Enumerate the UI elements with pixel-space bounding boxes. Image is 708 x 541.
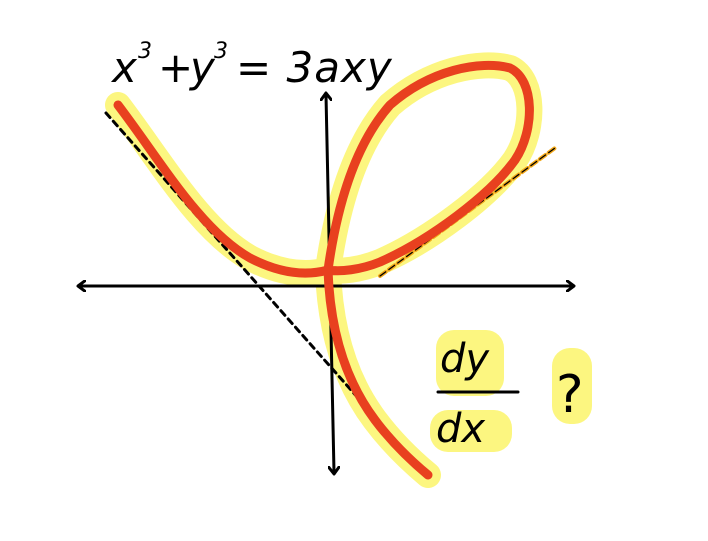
dx-denominator: dx bbox=[436, 406, 485, 452]
dy-numerator: dy bbox=[440, 336, 490, 382]
denominator-highlight bbox=[430, 410, 512, 452]
folium-curve bbox=[113, 60, 534, 480]
derivative-question: dy dx ? bbox=[430, 330, 592, 452]
numerator-highlight bbox=[436, 330, 504, 396]
equation-label: x 3 + y 3 = 3axy bbox=[110, 39, 393, 92]
equation-x: x bbox=[110, 43, 138, 92]
equation-plus: + bbox=[158, 43, 194, 92]
equation-y-exponent: 3 bbox=[214, 39, 228, 64]
question-mark: ? bbox=[556, 365, 584, 425]
equation-rhs: = 3axy bbox=[236, 43, 393, 92]
tangent-line-dash-overlay bbox=[379, 147, 556, 277]
equation-x-exponent: 3 bbox=[138, 39, 152, 64]
question-highlight bbox=[552, 348, 592, 424]
equation-y: y bbox=[188, 43, 216, 92]
